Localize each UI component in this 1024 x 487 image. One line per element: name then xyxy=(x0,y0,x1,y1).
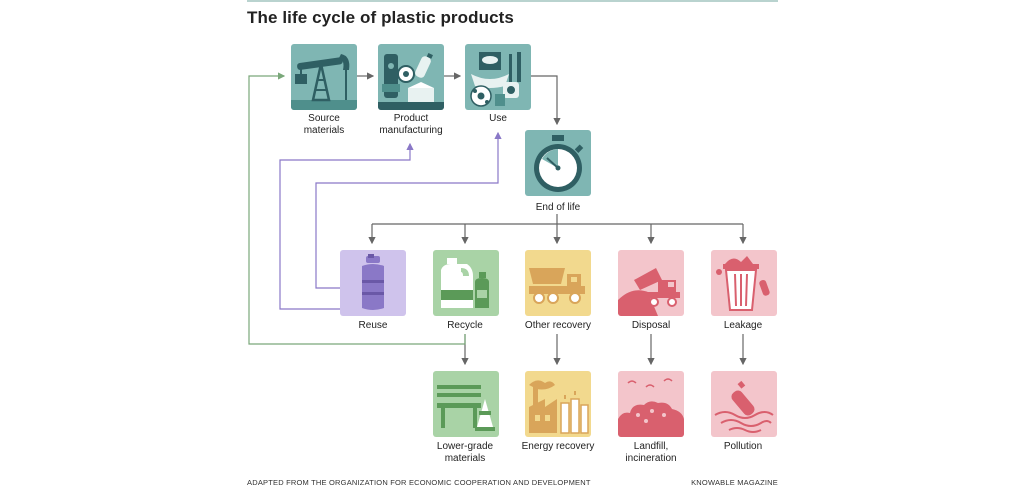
credit: KNOWABLE MAGAZINE xyxy=(691,478,778,487)
node-lower-grade-materials xyxy=(433,371,499,437)
source-note: ADAPTED FROM THE ORGANIZATION FOR ECONOM… xyxy=(247,478,591,487)
node-end-of-life xyxy=(525,130,591,196)
stopwatch-icon xyxy=(534,135,584,192)
trash-can-icon xyxy=(716,256,770,311)
label-use: Use xyxy=(489,113,507,124)
node-reuse xyxy=(340,250,406,316)
page-title: The life cycle of plastic products xyxy=(247,8,514,27)
node-use xyxy=(465,44,531,110)
label-recycle: Recycle xyxy=(447,320,483,331)
factory-machine-icon xyxy=(378,52,444,110)
label-end-of-life: End of life xyxy=(535,202,581,213)
garbage-pile-icon xyxy=(618,378,684,437)
landfill-truck-icon xyxy=(618,268,680,316)
node-leakage xyxy=(711,250,777,316)
label-landfill-incineration: Landfill,incineration xyxy=(625,441,677,464)
floating-bottle-icon xyxy=(714,380,774,433)
node-recycle xyxy=(433,250,499,316)
jug-icon xyxy=(441,258,489,308)
bench-cone-icon xyxy=(437,385,495,431)
label-energy-recovery: Energy recovery xyxy=(521,441,595,452)
label-other-recovery: Other recovery xyxy=(524,320,592,331)
water-bottle-icon xyxy=(362,254,384,310)
oil-pump-icon xyxy=(291,54,357,110)
consumer-goods-icon xyxy=(470,52,521,107)
label-disposal: Disposal xyxy=(631,320,671,331)
node-disposal xyxy=(618,250,684,316)
node-landfill-incineration xyxy=(618,371,684,437)
label-reuse: Reuse xyxy=(358,320,388,331)
label-pollution: Pollution xyxy=(723,441,763,452)
dump-truck-icon xyxy=(529,268,585,304)
power-plant-icon xyxy=(529,380,589,434)
node-product-manufacturing xyxy=(378,44,444,110)
node-energy-recovery xyxy=(525,371,591,437)
top-rule xyxy=(247,0,778,2)
node-source-materials xyxy=(291,44,357,110)
node-pollution xyxy=(711,371,777,437)
node-other-recovery xyxy=(525,250,591,316)
label-leakage: Leakage xyxy=(723,320,763,331)
